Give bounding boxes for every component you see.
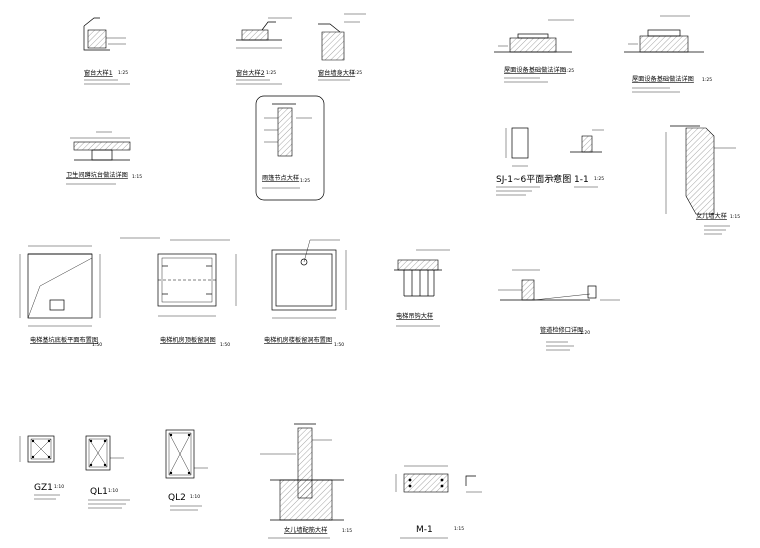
detail-elevator-machine-room-floor: 电梯机房楼板留洞布置图 1:50: [264, 239, 347, 348]
detail-title: 屋面设备基础做法详图: [504, 66, 566, 74]
detail-title: GZ1: [34, 483, 53, 493]
detail-window-sill-1: 窗台大样1 1:25: [83, 17, 130, 85]
detail-scale: 1:25: [352, 70, 362, 76]
detail-title: QL1: [90, 487, 108, 497]
detail-title: 管道检修口详图: [540, 326, 583, 334]
detail-scale: 1:10: [190, 494, 200, 500]
detail-elevator-machine-room-top: 电梯机房顶板留洞图 1:50: [120, 237, 237, 348]
detail-scale: 1:25: [702, 77, 712, 83]
detail-elevator-hook: 电梯吊钩大样: [394, 249, 450, 327]
detail-scale: 1:50: [334, 342, 344, 348]
detail-elevator-pit-plan: 电梯基坑底板平面布置图 1:50: [19, 245, 102, 348]
detail-parapet: 女儿墙大样 1:15: [665, 125, 740, 235]
detail-title: 雨篷节点大样: [262, 174, 299, 182]
detail-title: 窗台墙身大样: [318, 69, 355, 77]
detail-roof-equipment-base-2: 屋面设备基础做法详图 1:25: [624, 15, 712, 93]
detail-window-sill-2: 窗台大样2 1:25: [236, 17, 292, 85]
detail-scale: 1:50: [220, 342, 230, 348]
detail-column-gz1: GZ1 1:10: [19, 435, 64, 500]
detail-scale: 1:25: [118, 70, 128, 76]
detail-title: 电梯吊钩大样: [396, 312, 433, 320]
detail-toilet-platform: 卫生间蹲坑台做法详图 1:15: [66, 131, 142, 185]
detail-scale: 1:10: [54, 484, 64, 490]
detail-title: M-1: [416, 525, 433, 535]
detail-title: 窗台大样2: [236, 69, 265, 77]
detail-scale: 1:15: [342, 528, 352, 534]
detail-title: 屋面设备基础做法详图: [632, 75, 694, 83]
detail-title: 卫生间蹲坑台做法详图: [66, 171, 128, 179]
detail-title: 女儿墙配筋大样: [284, 526, 327, 534]
detail-sj-plan: SJ-1~6平面示意图 1:25: [496, 127, 571, 196]
detail-title: SJ-1~6平面示意图: [496, 173, 571, 185]
detail-title: 1-1: [574, 175, 589, 185]
detail-title: 电梯机房楼板留洞布置图: [264, 336, 332, 344]
detail-scale: 1:15: [132, 174, 142, 180]
detail-scale: 1:15: [454, 526, 464, 532]
detail-scale: 1:20: [580, 330, 590, 336]
detail-scale: 1:10: [108, 488, 118, 494]
detail-title: 电梯机房顶板留洞图: [160, 336, 216, 344]
detail-scale: 1:50: [92, 342, 102, 348]
detail-scale: 1:25: [300, 178, 310, 184]
detail-parapet-reinforcement: 女儿墙配筋大样 1:15: [260, 423, 352, 539]
detail-scale: 1:25: [546, 176, 556, 182]
detail-scale: 1:25: [564, 68, 574, 74]
detail-ring-beam-ql2: QL2 1:10: [165, 429, 208, 511]
detail-roof-equipment-base-1: 屋面设备基础做法详图 1:25: [494, 19, 574, 83]
detail-canopy-node: 雨篷节点大样 1:25: [255, 95, 325, 201]
detail-scale: 1:25: [266, 70, 276, 76]
detail-ring-beam-ql1: QL1 1:10: [85, 435, 130, 509]
detail-title: QL2: [168, 493, 186, 503]
detail-title: 电梯基坑底板平面布置图: [30, 336, 98, 344]
detail-pipe-inspection-opening: 管道检修口详图 1:20: [498, 269, 620, 351]
detail-title: 女儿墙大样: [696, 212, 727, 220]
detail-m1: M-1 1:15: [395, 465, 482, 539]
detail-window-sill-wall: 窗台墙身大样 1:25: [318, 13, 366, 81]
detail-section-1-1: 1-1 1:25: [570, 129, 604, 188]
detail-scale: 1:15: [730, 214, 740, 220]
detail-scale: 1:25: [594, 176, 604, 182]
detail-title: 窗台大样1: [84, 69, 113, 77]
